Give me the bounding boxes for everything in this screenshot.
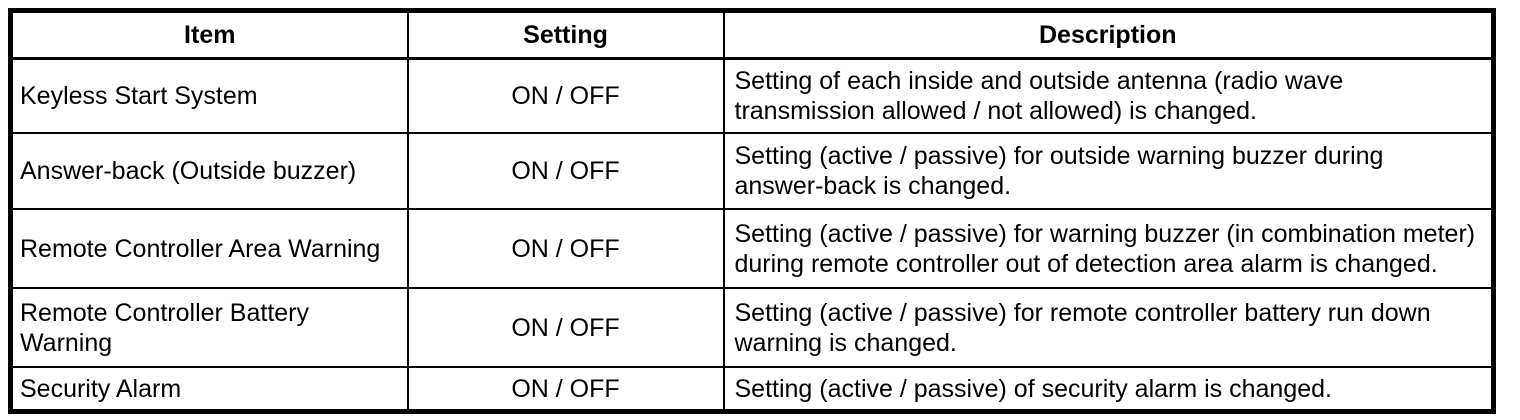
item-cell: Remote Controller Battery Warning: [9, 287, 409, 368]
column-header-description: Description: [722, 9, 1495, 60]
column-header-setting: Setting: [406, 9, 725, 60]
item-cell: Remote Controller Area Warning: [9, 208, 409, 289]
description-cell: Setting (active / passive) of security a…: [722, 366, 1495, 413]
table-row: Keyless Start System ON / OFF Setting of…: [9, 57, 1495, 134]
column-header-item: Item: [9, 9, 409, 60]
table-row: Security Alarm ON / OFF Setting (active …: [9, 366, 1495, 413]
description-cell: Setting (active / passive) for remote co…: [722, 287, 1495, 368]
description-cell: Setting (active / passive) for warning b…: [722, 208, 1495, 289]
table-row: Remote Controller Area Warning ON / OFF …: [9, 208, 1495, 289]
setting-cell: ON / OFF: [406, 132, 725, 210]
setting-cell: ON / OFF: [406, 208, 725, 289]
item-cell: Security Alarm: [9, 366, 409, 413]
description-cell: Setting (active / passive) for outside w…: [722, 132, 1495, 210]
table-row: Answer-back (Outside buzzer) ON / OFF Se…: [9, 132, 1495, 210]
item-cell: Keyless Start System: [9, 57, 409, 134]
settings-table: Item Setting Description Keyless Start S…: [8, 8, 1496, 414]
setting-cell: ON / OFF: [406, 366, 725, 413]
table-header-row: Item Setting Description: [9, 9, 1495, 60]
setting-cell: ON / OFF: [406, 57, 725, 134]
setting-cell: ON / OFF: [406, 287, 725, 368]
item-cell: Answer-back (Outside buzzer): [9, 132, 409, 210]
description-cell: Setting of each inside and outside anten…: [722, 57, 1495, 134]
table-row: Remote Controller Battery Warning ON / O…: [9, 287, 1495, 368]
